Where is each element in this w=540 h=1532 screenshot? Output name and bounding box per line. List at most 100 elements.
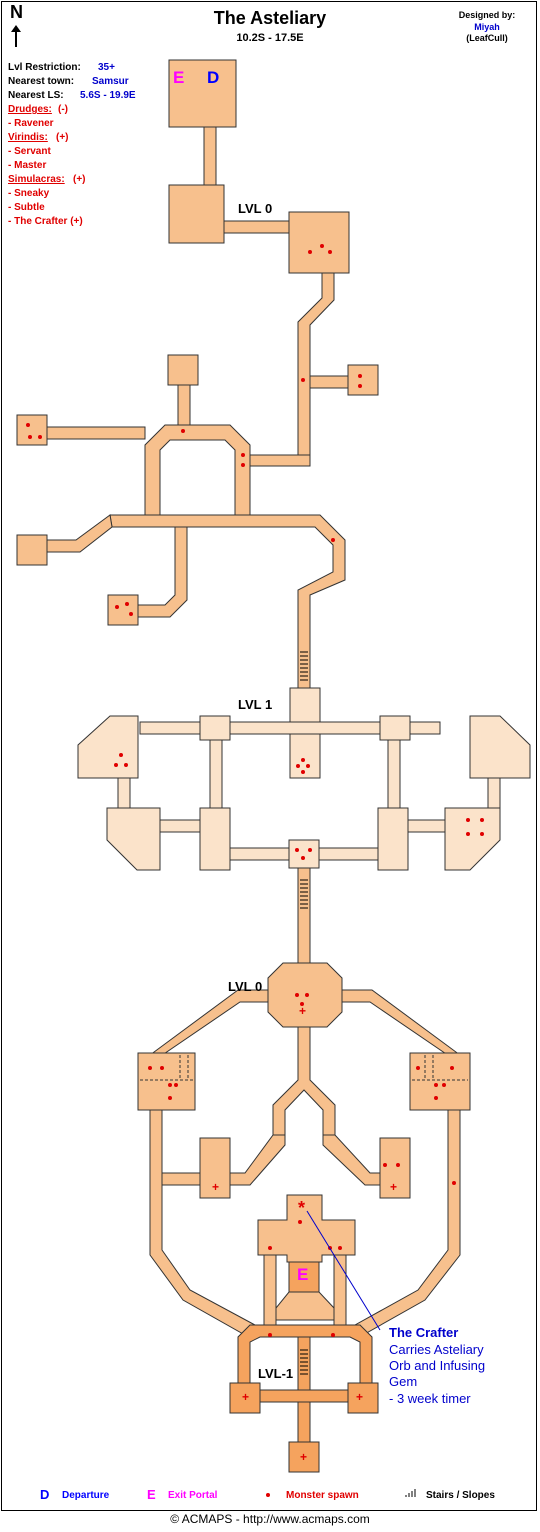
lvl-restriction-label: Lvl Restriction: (8, 62, 81, 73)
corridor (109, 514, 346, 691)
plus-marker: + (242, 1390, 250, 1404)
spawn-markers (26, 244, 484, 1337)
plus-marker: + (212, 1180, 220, 1194)
crafter-note: Gem (389, 1374, 418, 1389)
level-label: LVL-1 (258, 1366, 294, 1381)
corridor (407, 819, 446, 833)
room (347, 1382, 379, 1414)
lvl1-cross-room (288, 839, 320, 869)
nearest-ls-label: Nearest LS: (8, 90, 64, 101)
corridor (259, 1389, 349, 1403)
corridor (209, 739, 223, 809)
monster-entry: - Ravener (8, 118, 54, 129)
corridor (177, 384, 191, 426)
lvl1-room-left-top (77, 715, 139, 779)
corridor (223, 220, 290, 234)
compass-letter: N (10, 2, 23, 22)
exit-portal-marker: E (297, 1265, 309, 1284)
plus-marker: + (356, 1390, 364, 1404)
level-label: LVL 0 (228, 979, 263, 994)
room (377, 807, 409, 871)
room (379, 715, 411, 741)
corridor (149, 989, 269, 1061)
room (288, 211, 350, 274)
hub-room (144, 424, 251, 521)
corridor (487, 777, 501, 809)
crafter-note: Orb and Infusing (389, 1358, 486, 1373)
plus-marker: + (390, 1180, 398, 1194)
room (199, 1137, 231, 1199)
virindis-label: Virindis: (8, 132, 48, 143)
simulacras-label: Simulacras: (8, 174, 65, 185)
lvl-restriction-value: 35+ (98, 62, 115, 73)
corridor (137, 526, 188, 618)
nearest-ls-value: 5.6S - 19.9E (80, 90, 136, 101)
north-arrow-icon (11, 25, 21, 47)
crafter-star-marker: * (298, 1198, 306, 1218)
crafter-room (257, 1194, 356, 1263)
room (16, 414, 48, 446)
room (288, 1441, 320, 1473)
crafter-note: - 3 week timer (389, 1391, 471, 1406)
corridor (159, 819, 201, 833)
departure-marker: D (207, 68, 220, 87)
nearest-town-label: Nearest town: (8, 76, 75, 87)
corridor (229, 1134, 286, 1186)
room (199, 715, 231, 741)
room (199, 807, 231, 871)
lvl1-room-left-bottom (106, 807, 161, 871)
plus-marker: + (300, 1450, 308, 1464)
legend-departure-label: Departure (62, 1490, 110, 1501)
level-label: LVL 0 (238, 201, 273, 216)
legend-stairs-label: Stairs / Slopes (426, 1490, 495, 1501)
simulacras-flag: (+) (73, 174, 86, 185)
monster-entry: - The Crafter (+) (8, 216, 83, 227)
drudges-label: Drudges: (8, 104, 52, 115)
corridor (322, 1134, 381, 1186)
legend-spawn-label: Monster spawn (286, 1490, 359, 1501)
map-coords: 10.2S - 17.5E (236, 32, 304, 44)
entrance-room (168, 59, 237, 128)
corridor (263, 1254, 277, 1336)
corridor (46, 426, 146, 440)
legend-stairs-icon (405, 1489, 416, 1497)
corridor (309, 375, 349, 389)
room (107, 594, 139, 626)
legend-exit-label: Exit Portal (168, 1490, 218, 1501)
level-label: LVL 1 (238, 697, 273, 712)
monster-entry: - Sneaky (8, 188, 50, 199)
room (167, 354, 199, 386)
virindis-flag: (+) (56, 132, 69, 143)
monster-entry: - Servant (8, 146, 51, 157)
legend-departure-symbol: D (40, 1487, 50, 1502)
drudges-flag: (-) (58, 104, 68, 115)
designer-alias: (LeafCull) (466, 33, 508, 43)
room (229, 1382, 261, 1414)
crafter-note: Carries Asteliary (389, 1342, 484, 1357)
corridor (272, 1026, 336, 1141)
corridor (333, 1254, 347, 1336)
corridor (297, 867, 311, 964)
monster-entry: - Subtle (8, 202, 45, 213)
corridor (46, 514, 113, 553)
designer-name: Miyah (474, 22, 500, 32)
footer-credit: © ACMAPS - http://www.acmaps.com (170, 1512, 370, 1526)
nearest-town-value: Samsur (92, 76, 129, 87)
exit-room (288, 1261, 320, 1293)
room (137, 1052, 196, 1111)
legend-exit-symbol: E (147, 1487, 156, 1502)
room (409, 1052, 471, 1111)
lvl1-room-right-bottom (444, 807, 501, 871)
monster-entry: - Master (8, 160, 47, 171)
exit-portal-marker: E (173, 68, 185, 87)
corridor (203, 126, 217, 186)
designed-by-label: Designed by: (458, 10, 516, 20)
room (379, 1137, 411, 1199)
corridor (387, 739, 401, 809)
legend-spawn-icon (266, 1493, 270, 1497)
plus-marker: + (299, 1004, 307, 1018)
corridor (117, 777, 131, 809)
corridor (159, 1172, 201, 1186)
corridor (297, 272, 335, 456)
